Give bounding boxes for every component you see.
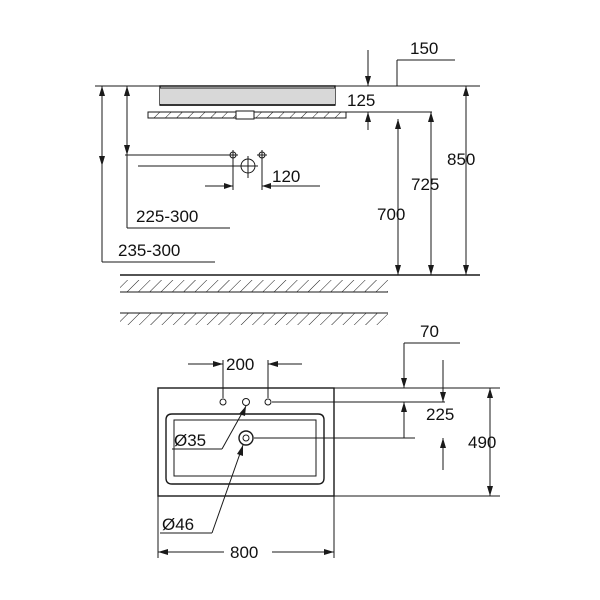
dim-200: 200 [226,355,254,374]
tap-hole-top-right [264,398,272,406]
floor-hatch-top [120,280,388,293]
dim-225-300: 225-300 [136,207,198,226]
dim-150: 150 [410,39,438,58]
tap-hole-right [257,150,267,160]
dim-225: 225 [426,405,454,424]
tap-hole-top-center [242,398,250,406]
top-view: 200 70 225 490 Ø35 Ø46 [157,322,500,562]
dim-490: 490 [468,433,496,452]
dim-d46: Ø46 [162,515,194,534]
dim-120: 120 [272,167,300,186]
dim-d35: Ø35 [174,431,206,450]
dim-125: 125 [347,91,375,110]
tap-hole-left [228,150,238,160]
side-view: 120 225-300 235-300 150 125 850 [95,39,480,325]
floor-hatch-bottom [120,312,388,325]
waste-hole-center [238,156,258,178]
waste-outlet-top [238,430,254,446]
dim-235-300: 235-300 [118,241,180,260]
basin-outline [157,387,335,497]
basin-side-fill [160,88,335,104]
dim-70: 70 [420,322,439,341]
dim-725: 725 [411,175,439,194]
dim-800: 800 [230,543,258,562]
dim-700: 700 [377,205,405,224]
dim-850: 850 [447,150,475,169]
tap-hole-top-left [219,398,227,406]
waste-outlet [235,110,255,120]
basin-bowl [165,413,325,485]
